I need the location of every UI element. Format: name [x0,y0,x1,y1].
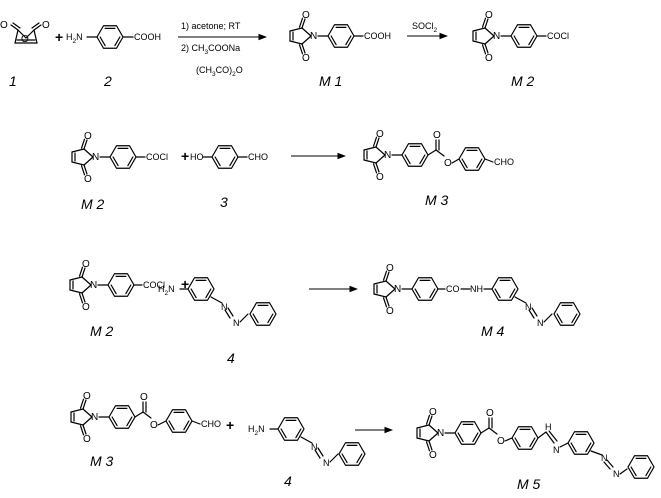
group-cocl: COCl [146,152,168,162]
plus-sign: + [181,148,189,164]
group-cooh: COOH [364,31,391,41]
atom-n: N [92,152,99,163]
compound-m4-label: M 4 [481,323,505,339]
atom-n: N [601,453,608,463]
compound-m2-label: M 2 [81,196,105,212]
atom-o: O [433,130,441,141]
atom-o: O [82,302,90,313]
atom-h: H [545,422,552,432]
atom-n: N [168,284,175,294]
subscript-2: 2 [165,290,169,297]
reagent-socl2: SOCl2 [412,21,438,34]
atom-o: O [140,392,148,403]
compound-m3-label: M 3 [90,453,114,469]
atom-o: O [376,172,384,183]
compound-4-label: 4 [227,350,235,366]
atom-n: N [258,424,265,434]
plus-sign: + [181,276,189,292]
atom-n: N [91,412,98,423]
atom-o: O [83,434,91,445]
atom-o: O [0,20,8,31]
atom-o: O [429,450,437,461]
svg-text:H2N: H2N [248,424,265,437]
atom-h: H [158,284,165,294]
atom-n: N [394,284,401,295]
condition-1: 1) acetone; RT [181,21,241,31]
atom-o: O [82,259,90,270]
svg-text:H2N: H2N [66,32,83,45]
compound-4-label: 4 [284,473,292,489]
atom-n: N [493,31,500,42]
group-cho: CHO [201,419,221,429]
atom-n: N [525,302,532,312]
atom-o: O [485,10,493,21]
atom-n: N [384,150,391,161]
atom-n: N [537,318,544,328]
svg-text:H2N: H2N [158,284,175,297]
atom-o: O [386,306,394,317]
atom-o: O [21,34,29,45]
atom-o: O [84,131,92,142]
atom-n: N [90,280,97,291]
atom-n: N [233,318,240,328]
group-nh: NH [470,284,483,294]
atom-n: N [613,469,620,479]
group-co: CO [446,284,460,294]
atom-o: O [83,391,91,402]
atom-o: O [486,408,494,419]
compound-3-label: 3 [220,194,228,210]
atom-n: N [323,458,330,468]
atom-o: O [150,420,158,431]
compound-m3-label: M 3 [425,192,449,208]
atom-o: O [302,10,310,21]
atom-n: N [553,445,560,455]
condition-3: (CH3CO)2O [196,65,243,78]
atom-o: O [429,407,437,418]
plus-sign: + [226,417,234,433]
atom-o: O [444,158,452,169]
compound-1-label: 1 [9,73,17,89]
atom-n: N [310,31,317,42]
atom-n: N [311,442,318,452]
compound-m1-label: M 1 [319,73,342,89]
compound-1-structure [10,22,42,44]
compound-m5-label: M 5 [517,476,541,492]
atom-o: O [376,129,384,140]
atom-o: O [42,20,50,31]
group-cho: CHO [494,157,514,167]
plus-sign: + [55,29,63,45]
group-cooh: COOH [134,32,161,42]
compound-2-label: 2 [103,73,112,89]
atom-n: N [76,32,83,42]
atom-h: H [66,32,73,42]
condition-2: 2) CH3COONa [181,43,240,56]
atom-n: N [221,302,228,312]
atom-h: H [248,424,255,434]
atom-o: O [84,174,92,185]
atom-n: N [437,428,444,439]
atom-o: O [497,436,505,447]
atom-o: O [386,263,394,274]
group-ho: HO [190,152,204,162]
compound-m2-label: M 2 [511,73,535,89]
group-cho: CHO [248,152,268,162]
atom-o: O [302,53,310,64]
compound-m2-label: M 2 [90,323,114,339]
subscript-2: 2 [73,38,77,45]
group-cocl: COCl [143,280,165,290]
subscript-2: 2 [255,430,259,437]
group-cocl: COCl [547,31,569,41]
atom-o: O [485,53,493,64]
